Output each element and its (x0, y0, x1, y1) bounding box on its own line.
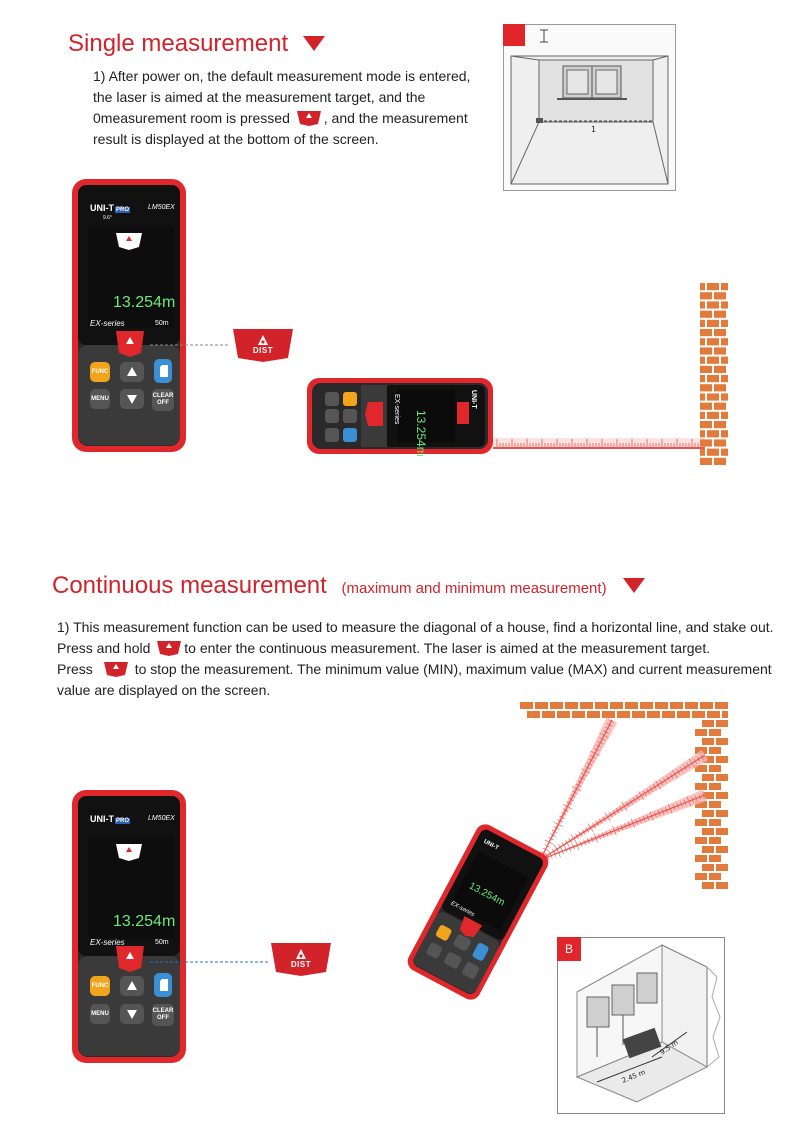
device-series: EX-series (90, 319, 125, 328)
clear-off-key: CLEAR OFF (152, 1008, 174, 1021)
dist-key-icon (296, 111, 321, 126)
dist-key-icon (103, 662, 128, 677)
laser-beam-horizontal (493, 438, 705, 449)
diagram-value: 1 (591, 125, 596, 134)
device-range: 50m (155, 939, 169, 946)
callout-line (150, 344, 230, 346)
device-model: LM50EX (148, 815, 175, 822)
down-triangle-icon (302, 36, 325, 51)
side-reading: 13.254m (414, 410, 428, 456)
side-series: EX-series (393, 394, 400, 425)
device-range: 50m (155, 320, 169, 327)
diagram-b-badge: B (564, 942, 573, 956)
device-reading: 13.254m (113, 913, 176, 930)
section1-paragraph: 1) After power on, the default measureme… (93, 68, 471, 147)
laser-beam-fan (539, 717, 709, 861)
menu-key: MENU (91, 1010, 109, 1017)
laser-meter-side: 13.254m EX-series UNI-T (307, 378, 493, 456)
func-key: FUNC (91, 982, 109, 989)
section2-title: Continuous measurement (maximum and mini… (52, 572, 646, 600)
dist-key-callout: DIST (232, 328, 294, 362)
clear-off-key: CLEAR OFF (152, 393, 174, 406)
brick-wall-vertical (700, 283, 728, 465)
laser-meter-tilted: 13.254m UNI-T EX-series (407, 824, 549, 1000)
dist-key-label: DIST (252, 346, 274, 355)
side-brand: UNI-T (470, 390, 477, 409)
device-mode: DIST (120, 854, 134, 860)
down-triangle-icon (623, 578, 646, 593)
section2-subtitle: (maximum and minimum measurement) (341, 580, 607, 597)
dist-key-callout-2: DIST (270, 942, 332, 976)
device-angle: 9.6° (103, 215, 112, 221)
menu-key: MENU (91, 395, 109, 402)
diagram-b: 2.45 m 9.5 m B (557, 937, 725, 1114)
section1-title: Single measurement (68, 30, 325, 58)
section2-paragraph: 1) This measurement function can be used… (57, 619, 774, 698)
room-diagram: 1 (503, 24, 676, 191)
device-mode: DIST (120, 243, 134, 249)
device-model: LM50EX (148, 204, 175, 211)
device-reading: 13.254m (113, 294, 176, 311)
dist-key-label: DIST (290, 960, 312, 969)
func-key: FUNC (91, 368, 109, 375)
dist-key-icon (157, 641, 182, 656)
callout-line-2 (150, 961, 270, 963)
device-series: EX-series (90, 938, 125, 947)
